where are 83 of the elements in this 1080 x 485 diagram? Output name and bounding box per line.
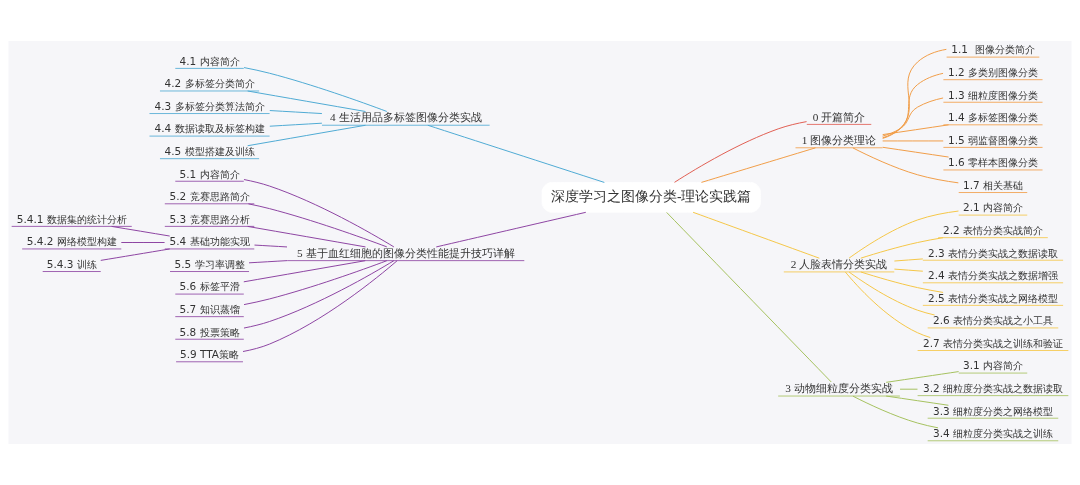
- node-text: 5.2 竞赛思路简介: [169, 190, 250, 203]
- node-text: 5.4.3 训练: [46, 257, 97, 270]
- node-text: 1.3 细粒度图像分类: [947, 88, 1038, 101]
- node-text: 4.3 多标签分类算法简介: [154, 99, 265, 112]
- connector: [692, 211, 820, 259]
- node-text: 3.2 细粒度分类实战之数据读取: [922, 381, 1063, 394]
- node-text: 1.5 弱监督图像分类: [947, 133, 1038, 146]
- connector: [885, 371, 960, 383]
- node-text: 2.4 表情分类实战之数据增强: [927, 269, 1058, 282]
- connector: [848, 271, 936, 316]
- connector: [111, 225, 171, 237]
- connector: [852, 395, 939, 429]
- connector: [247, 225, 366, 248]
- node-text: 2.7 表情分类实战之训练和验证: [922, 336, 1063, 349]
- connector: [243, 260, 388, 306]
- node-text: 1 图像分类理论: [801, 133, 877, 146]
- connector: [247, 124, 366, 147]
- connector: [882, 146, 950, 158]
- node-text: 4 生活用品多标签图像分类实战: [330, 111, 482, 124]
- connector: [882, 72, 944, 139]
- connector: [248, 260, 288, 264]
- node-text: 1.1 图像分类简介: [951, 43, 1035, 56]
- connector: [243, 179, 395, 248]
- connector: [243, 67, 388, 112]
- connector: [852, 147, 959, 184]
- node-text: 5.8 投票策略: [179, 325, 240, 338]
- node-text: 2.2 表情分类实战简介: [942, 223, 1043, 236]
- connector: [100, 248, 171, 261]
- node-text: 2.1 内容简介: [962, 201, 1023, 214]
- connector: [882, 124, 950, 136]
- node-text: 5.9 TTA策略: [180, 348, 240, 361]
- connector: [882, 48, 947, 139]
- connector: [882, 97, 944, 137]
- node-box: 深度学习之图像分类-理论实践篇: [541, 182, 761, 213]
- connector: [435, 211, 587, 248]
- node-text: 2.5 表情分类实战之网络模型: [927, 291, 1058, 304]
- connector: [893, 258, 924, 262]
- connector: [247, 203, 388, 248]
- node-text: 1.2 多类别图像分类: [947, 65, 1038, 78]
- connector: [882, 140, 944, 142]
- node-text: 5.5 学习率调整: [174, 257, 245, 270]
- node-text: 5.1 内容简介: [179, 167, 240, 180]
- node-text: 3.3 细粒度分类之网络模型: [932, 404, 1053, 417]
- node-text: 3 动物细粒度分类实战: [785, 382, 893, 395]
- connector: [899, 388, 918, 390]
- node-text: 3.1 内容简介: [962, 359, 1023, 372]
- node-text: 5.7 知识蒸馏: [179, 302, 240, 315]
- connector: [848, 210, 959, 259]
- connector: [269, 122, 323, 127]
- node-text: 1.7 相关基础: [962, 178, 1023, 191]
- node-text: 2.3 表情分类实战之数据读取: [927, 246, 1058, 259]
- connector: [243, 260, 395, 329]
- node-text: 2.6 表情分类实战之小工具: [932, 314, 1053, 327]
- connector: [885, 395, 949, 406]
- node-text: 5.4 基础功能实现: [169, 235, 250, 248]
- node-text: 1.4 多标签图像分类: [947, 111, 1038, 124]
- connector: [243, 260, 366, 283]
- node-text: 4.5 模型搭建及训练: [164, 144, 255, 157]
- node-text: 3.4 细粒度分类实战之训练: [932, 427, 1053, 440]
- connector: [120, 242, 166, 243]
- node-text: 2 人脸表情分类实战: [790, 258, 888, 271]
- connector: [247, 90, 366, 112]
- connector: [674, 121, 808, 183]
- node-text: 5.3 竞赛思路分析: [169, 212, 250, 225]
- connector: [700, 147, 816, 183]
- node-text: 4.1 内容简介: [179, 54, 240, 67]
- connector: [860, 237, 944, 259]
- connector: [427, 124, 605, 183]
- connector: [844, 271, 931, 339]
- node-text: 5.4.2 网络模型构建: [26, 235, 117, 248]
- node-text: 0 开篇简介: [812, 110, 866, 123]
- connector: [893, 268, 924, 272]
- node-text: 1.6 零样本图像分类: [947, 156, 1038, 169]
- connector: [254, 244, 288, 248]
- connector: [860, 271, 944, 293]
- node-text: 5.6 标签平滑: [179, 280, 240, 293]
- node-text: 5 基于血红细胞的图像分类性能提升技巧详解: [297, 246, 515, 259]
- connector: [242, 260, 398, 352]
- node-text: 4.4 数据读取及标签构建: [154, 122, 265, 135]
- node-text: 4.2 多标签分类简介: [164, 77, 255, 90]
- connector: [666, 211, 832, 383]
- connector: [269, 110, 323, 115]
- node-text: 5.4.1 数据集的统计分析: [16, 212, 127, 225]
